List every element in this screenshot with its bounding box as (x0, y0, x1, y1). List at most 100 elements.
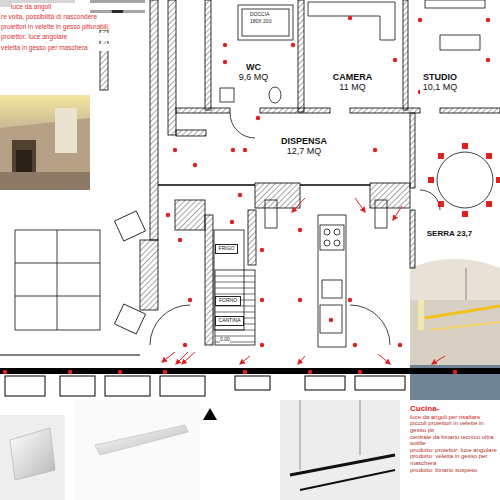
annotation-note: re volta, possibilità di nascondere (1, 13, 149, 20)
room-name: DISPENSA (280, 137, 328, 147)
photo (418, 300, 424, 330)
light-point (308, 370, 312, 374)
light-arrow (393, 206, 402, 220)
light-arrow (298, 356, 305, 364)
wall (175, 200, 205, 230)
appliance-box: CANTINA (215, 316, 244, 326)
light-point (163, 370, 167, 374)
furniture (318, 215, 346, 347)
furniture (440, 35, 480, 50)
room-name: CAMERA (332, 73, 373, 83)
light-point (486, 18, 490, 22)
light-point (178, 238, 182, 242)
room-name: WC (238, 63, 269, 73)
photo (360, 400, 361, 455)
light-arrow (240, 356, 250, 364)
stair-tread (215, 330, 255, 331)
light-point (256, 116, 260, 120)
photo (300, 470, 395, 490)
wall-line (160, 376, 205, 396)
photo (75, 400, 200, 500)
photo (55, 108, 77, 153)
wall (168, 0, 176, 135)
wall-line (300, 184, 370, 186)
wall (150, 0, 158, 240)
light-point (348, 298, 352, 302)
stair-tread (215, 282, 255, 283)
light-point (230, 220, 234, 224)
light-point (298, 298, 302, 302)
light-point (243, 370, 247, 374)
wall-line (0, 185, 500, 396)
photo (290, 455, 395, 475)
wall-line (158, 184, 255, 186)
photo (0, 95, 90, 190)
furniture (269, 87, 281, 103)
photo (430, 322, 500, 330)
light-point (438, 153, 444, 159)
stair-tread (215, 288, 255, 289)
light-arrow (162, 352, 175, 362)
light-point (298, 228, 302, 232)
wall (298, 0, 304, 112)
furniture (322, 280, 342, 298)
photo (95, 425, 188, 455)
light-point (173, 148, 177, 152)
photo (280, 400, 400, 500)
note-block: Cucina-luce da angoli per risaltarepicco… (410, 405, 498, 473)
light-point (291, 43, 295, 47)
room-label: WC9,6 MQ (236, 62, 271, 84)
light-point (183, 343, 187, 347)
light-arrow (176, 352, 188, 364)
light-point (486, 58, 490, 62)
light-arrow (432, 356, 445, 364)
annotation-note: prodotto: binario sospeso (410, 467, 498, 474)
room-area: 10,1 MQ (422, 83, 458, 93)
photo (10, 428, 55, 480)
furniture (15, 263, 100, 264)
furniture (15, 0, 493, 347)
room-label: CAMERA11 MQ (330, 72, 375, 94)
furniture (215, 270, 255, 345)
light-point (260, 343, 264, 347)
light-point (353, 343, 357, 347)
stair-tread (215, 312, 255, 313)
room-name: FRIGO (218, 246, 235, 252)
furniture (320, 305, 342, 333)
wall-line (5, 376, 45, 396)
stair-tread (215, 294, 255, 295)
furniture (350, 305, 390, 345)
annotation-note: Cucina- (410, 405, 498, 414)
light-point (193, 163, 197, 167)
wall (370, 183, 410, 208)
wall (205, 0, 211, 110)
photo (410, 259, 500, 300)
wall (260, 108, 330, 113)
light-arrow (355, 198, 365, 212)
wall-line (105, 376, 150, 396)
light-point (418, 18, 422, 22)
light-point (496, 177, 500, 183)
annotation-note: piccoli proiettori in velette in gesso p… (410, 420, 498, 433)
room-area: 12,7 MQ (280, 147, 328, 157)
wall-line (60, 376, 95, 396)
light-point (3, 370, 7, 374)
light-point (68, 370, 72, 374)
light-point (486, 201, 492, 207)
annotation-note: luce da angoli (11, 3, 149, 10)
furniture (114, 304, 145, 334)
furniture (114, 211, 145, 241)
furniture (15, 296, 100, 297)
light-point (231, 148, 235, 152)
furniture (320, 225, 344, 250)
light-point (486, 153, 492, 159)
photo (0, 172, 90, 190)
light-point (329, 318, 333, 322)
furniture (15, 230, 100, 330)
photo (12, 140, 36, 172)
light-point (393, 58, 397, 62)
annotation-note: veletta in gesso per maschera (1, 44, 149, 51)
light-arrow (182, 352, 195, 364)
